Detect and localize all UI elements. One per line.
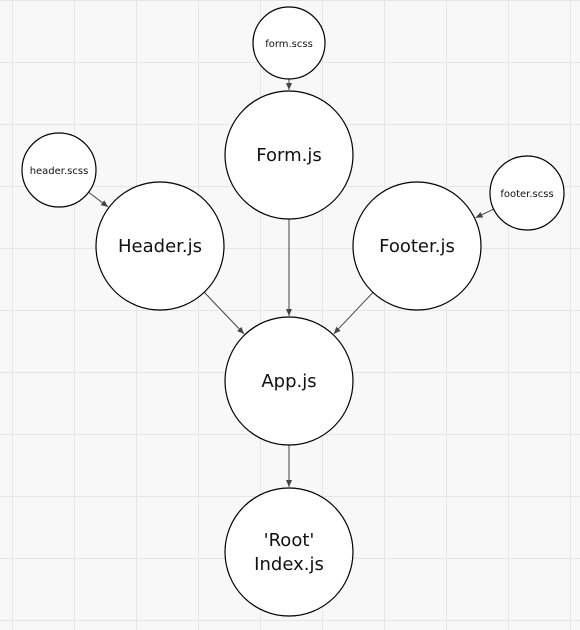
node-label-footer-js: Footer.js [379,236,455,257]
node-label-index-js-1: Index.js [254,554,324,575]
node-circle-form-scss[interactable] [252,6,326,80]
node-circle-header-js[interactable] [95,181,225,311]
node-label-form-scss: form.scss [265,39,313,50]
edge-footer-scss-to-footer-js [475,208,494,219]
node-circle-footer-js[interactable] [352,181,482,311]
edges-layer [88,79,494,487]
node-circle-footer-scss[interactable] [489,155,565,231]
node-circle-form-js[interactable] [224,90,354,220]
node-header-js[interactable]: Header.js [95,181,225,311]
edge-footer-js-to-app-js [333,292,374,335]
node-app-js[interactable]: App.js [224,316,354,446]
edge-header-scss-to-header-js [88,191,109,208]
node-footer-scss[interactable]: footer.scss [489,155,565,231]
node-index-js[interactable]: 'Root' Index.js [224,487,354,617]
node-form-js[interactable]: Form.js [224,90,354,220]
node-circle-app-js[interactable] [224,316,354,446]
edge-header-js-to-app-js [203,291,245,335]
node-label-form-js: Form.js [256,145,321,166]
node-header-scss[interactable]: header.scss [21,132,97,208]
node-label-footer-scss: footer.scss [500,189,553,200]
node-circle-header-scss[interactable] [21,132,97,208]
node-label-app-js: App.js [261,371,316,392]
node-circle-index-js[interactable] [224,487,354,617]
node-footer-js[interactable]: Footer.js [352,181,482,311]
node-label-header-js: Header.js [118,236,202,257]
node-label-header-scss: header.scss [30,166,89,177]
node-form-scss[interactable]: form.scss [252,6,326,80]
node-label-index-js-0: 'Root' [264,530,315,551]
